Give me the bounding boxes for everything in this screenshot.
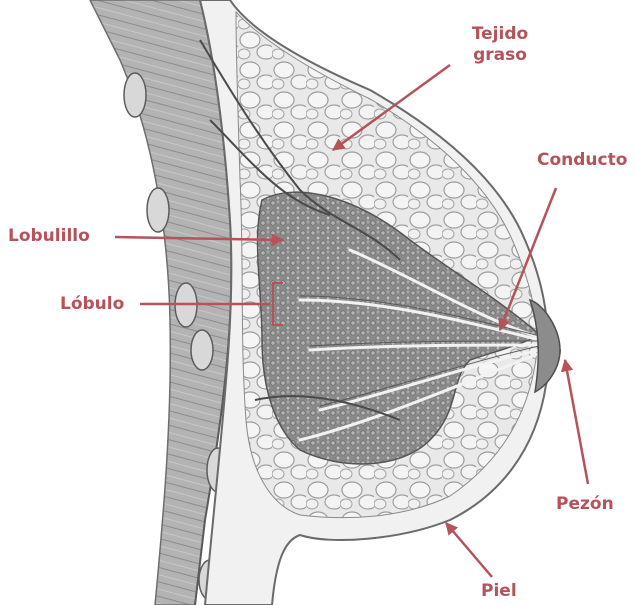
label-lobulo: Lóbulo bbox=[60, 294, 124, 315]
label-tejido-graso-line2: graso bbox=[470, 45, 530, 66]
label-conducto: Conducto bbox=[537, 150, 627, 171]
arrow-piel bbox=[446, 523, 492, 577]
arrow-pezon bbox=[565, 360, 588, 484]
label-tejido-graso: Tejido graso bbox=[470, 24, 530, 66]
label-piel: Piel bbox=[481, 581, 517, 602]
label-pezon: Pezón bbox=[556, 494, 614, 515]
label-tejido-graso-line1: Tejido bbox=[470, 24, 530, 45]
label-lobulillo: Lobulillo bbox=[8, 226, 90, 247]
